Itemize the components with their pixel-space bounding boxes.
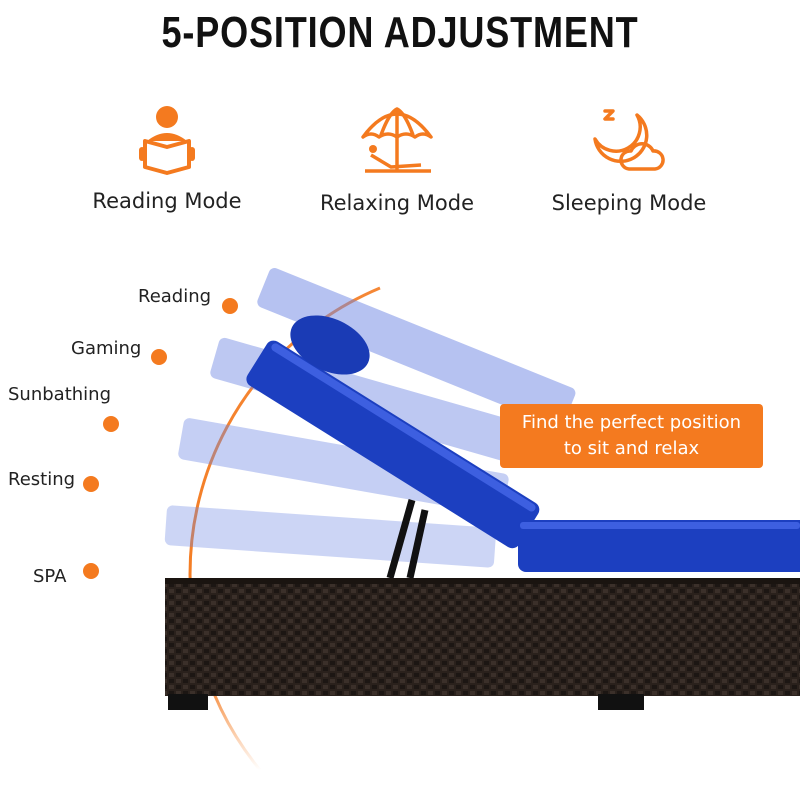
headrest-pillow: [290, 315, 370, 375]
mode-reading: Reading Mode: [57, 105, 277, 213]
mode-label: Reading Mode: [92, 189, 242, 213]
leg: [168, 694, 208, 710]
position-label-resting: Resting: [8, 469, 76, 490]
page-title: 5-POSITION ADJUSTMENT: [161, 8, 639, 57]
position-label-gaming: Gaming: [71, 338, 142, 359]
wicker-base: [165, 578, 800, 696]
mode-label: Sleeping Mode: [551, 191, 707, 215]
leg: [598, 694, 644, 710]
moon-cloud-icon: [593, 109, 665, 171]
mode-relaxing: Relaxing Mode: [287, 105, 507, 215]
position-label-reading: Reading: [138, 286, 212, 307]
backrest-support: [386, 499, 429, 579]
mode-sleeping: Sleeping Mode: [519, 105, 739, 215]
callout-box: Find the perfect position to sit and rel…: [500, 404, 763, 468]
callout-line-2: to sit and relax: [563, 438, 700, 459]
beach-umbrella-lounger-icon: [361, 107, 433, 173]
seat-cushion: [518, 520, 800, 572]
backrest: [246, 340, 540, 549]
position-label-spa: SPA: [33, 566, 67, 587]
callout-line-1: Find the perfect position: [521, 412, 742, 433]
position-label-sunbathing: Sunbathing: [8, 384, 111, 405]
position-dots: [83, 298, 238, 579]
mode-label: Relaxing Mode: [319, 191, 475, 215]
reading-person-icon: [139, 106, 195, 175]
